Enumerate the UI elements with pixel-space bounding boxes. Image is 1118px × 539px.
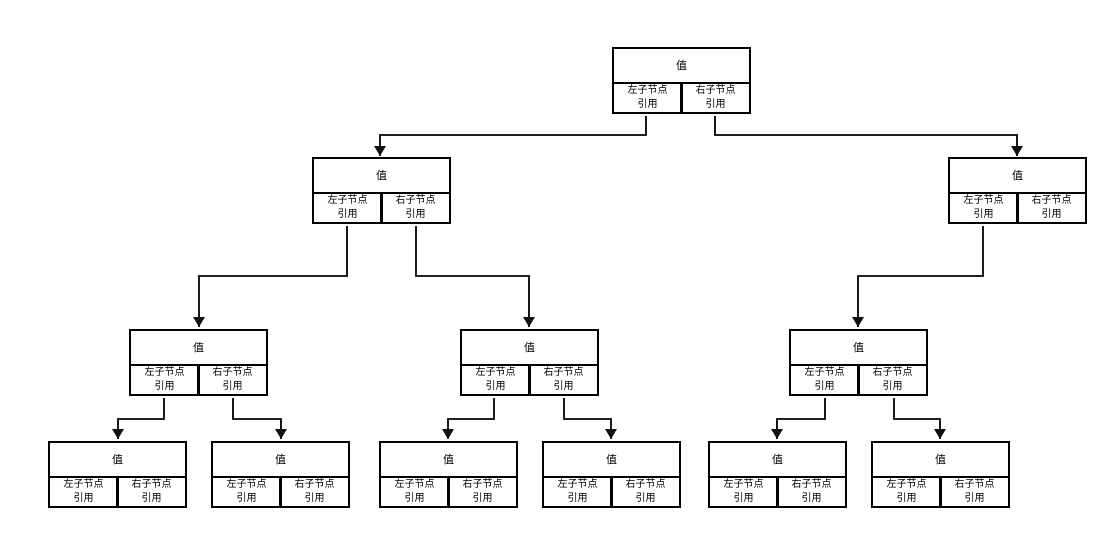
connector-n5-left [771, 398, 826, 439]
right-child-ref-cell: 右子节点 引用 [610, 476, 681, 508]
left-child-ref-cell: 左子节点 引用 [708, 476, 779, 508]
tree-node-leaf-5: 值 左子节点 引用 右子节点 引用 [708, 441, 847, 508]
connector-n3-right [232, 398, 287, 439]
left-child-ref-cell: 左子节点 引用 [871, 476, 942, 508]
left-child-ref-cell: 左子节点 引用 [48, 476, 119, 508]
node-value-cell: 值 [789, 329, 928, 366]
connector-n3-left [112, 398, 165, 439]
tree-node-leaf-1: 值 左子节点 引用 右子节点 引用 [48, 441, 187, 508]
tree-node-level3-a: 值 左子节点 引用 右子节点 引用 [129, 329, 268, 396]
tree-node-leaf-3: 值 左子节点 引用 右子节点 引用 [379, 441, 518, 508]
node-value-cell: 值 [948, 157, 1087, 194]
connector-n4-left [442, 398, 495, 439]
left-child-ref-cell: 左子节点 引用 [948, 192, 1019, 224]
node-value-cell: 值 [871, 441, 1010, 478]
left-child-ref-cell: 左子节点 引用 [612, 82, 683, 114]
tree-node-level3-b: 值 左子节点 引用 右子节点 引用 [460, 329, 599, 396]
right-child-ref-cell: 右子节点 引用 [939, 476, 1010, 508]
right-child-ref-cell: 右子节点 引用 [447, 476, 518, 508]
connector-n1-left [193, 226, 348, 327]
node-value-cell: 值 [312, 157, 451, 194]
node-value-cell: 值 [129, 329, 268, 366]
tree-node-leaf-6: 值 左子节点 引用 右子节点 引用 [871, 441, 1010, 508]
node-value-cell: 值 [379, 441, 518, 478]
tree-node-level2-right: 值 左子节点 引用 右子节点 引用 [948, 157, 1087, 224]
right-child-ref-cell: 右子节点 引用 [380, 192, 451, 224]
tree-node-leaf-2: 值 左子节点 引用 右子节点 引用 [211, 441, 350, 508]
left-child-ref-cell: 左子节点 引用 [789, 364, 860, 396]
connector-root-right [714, 116, 1023, 156]
connector-n4-right [563, 398, 617, 439]
connector-n1-right [415, 226, 535, 327]
tree-node-root: 值 左子节点 引用 右子节点 引用 [612, 47, 751, 114]
connector-n5-right [893, 398, 946, 439]
node-value-cell: 值 [708, 441, 847, 478]
right-child-ref-cell: 右子节点 引用 [857, 364, 928, 396]
right-child-ref-cell: 右子节点 引用 [528, 364, 599, 396]
left-child-ref-cell: 左子节点 引用 [129, 364, 200, 396]
connector-n2-left [852, 226, 984, 327]
left-child-ref-cell: 左子节点 引用 [542, 476, 613, 508]
right-child-ref-cell: 右子节点 引用 [680, 82, 751, 114]
right-child-ref-cell: 右子节点 引用 [1016, 192, 1087, 224]
node-value-cell: 值 [460, 329, 599, 366]
left-child-ref-cell: 左子节点 引用 [379, 476, 450, 508]
left-child-ref-cell: 左子节点 引用 [211, 476, 282, 508]
node-value-cell: 值 [542, 441, 681, 478]
right-child-ref-cell: 右子节点 引用 [776, 476, 847, 508]
tree-node-level2-left: 值 左子节点 引用 右子节点 引用 [312, 157, 451, 224]
right-child-ref-cell: 右子节点 引用 [197, 364, 268, 396]
left-child-ref-cell: 左子节点 引用 [460, 364, 531, 396]
node-value-cell: 值 [48, 441, 187, 478]
tree-node-leaf-4: 值 左子节点 引用 右子节点 引用 [542, 441, 681, 508]
node-value-cell: 值 [612, 47, 751, 84]
tree-node-level3-c: 值 左子节点 引用 右子节点 引用 [789, 329, 928, 396]
connector-root-left [374, 116, 647, 156]
right-child-ref-cell: 右子节点 引用 [116, 476, 187, 508]
node-value-cell: 值 [211, 441, 350, 478]
right-child-ref-cell: 右子节点 引用 [279, 476, 350, 508]
left-child-ref-cell: 左子节点 引用 [312, 192, 383, 224]
